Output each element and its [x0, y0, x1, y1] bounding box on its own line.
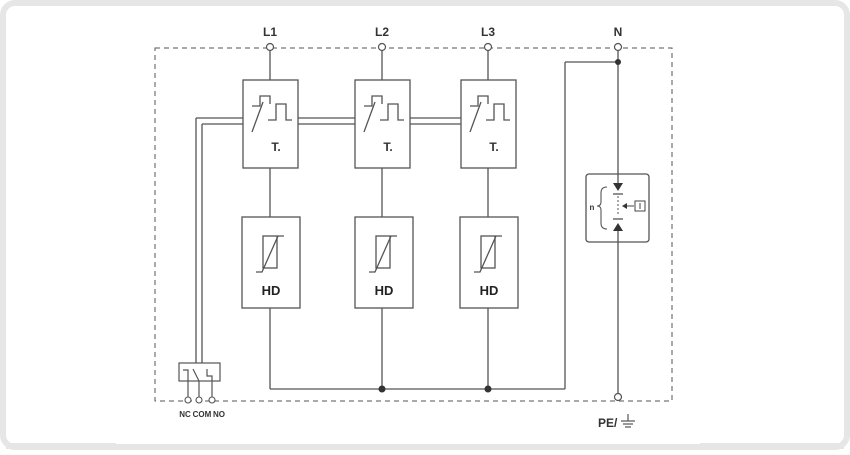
terminal-l3-dot — [483, 42, 493, 52]
terminal-n-dot — [613, 42, 623, 52]
terminal-l2-dot — [377, 42, 387, 52]
terminal-n-label: N — [614, 25, 623, 39]
terminal-l3-label: L3 — [481, 25, 495, 39]
thermal-module-l1: T. — [242, 79, 299, 169]
varistor-icon — [369, 235, 397, 273]
contact-com-label: COM — [193, 410, 212, 419]
varistor-icon — [256, 235, 284, 273]
terminal-l1-label: L1 — [263, 25, 277, 39]
contact-no-label: NO — [213, 410, 225, 419]
varistor-module-l2: HD — [354, 216, 414, 309]
varistor-label: HD — [480, 283, 499, 298]
contact-nc-label: NC — [179, 410, 191, 419]
terminal-pe-label: PE/ — [598, 416, 618, 430]
varistor-module-l3: HD — [459, 216, 519, 309]
terminal-l2-label: L2 — [375, 25, 389, 39]
junction-dot — [484, 385, 492, 393]
bottom-strip-left — [6, 443, 116, 449]
junction-dot — [378, 385, 386, 393]
terminal-pe-dot — [613, 392, 623, 402]
terminal-l1-dot — [265, 42, 275, 52]
thermal-switch-icon — [363, 95, 404, 133]
thermal-label: T. — [271, 140, 280, 154]
brace-icon — [596, 186, 608, 230]
thermal-label: T. — [383, 140, 392, 154]
thermal-switch-icon — [469, 95, 510, 133]
varistor-module-l1: HD — [241, 216, 301, 309]
remote-contact: NC COM NO — [178, 362, 225, 419]
varistor-icon — [474, 235, 502, 273]
switch-contact-icon — [183, 368, 213, 382]
spark-gap-count-label: n — [590, 203, 595, 212]
thermal-module-l3: T. — [460, 79, 517, 169]
bottom-strip-right — [700, 443, 844, 449]
enclosure-dashed — [154, 47, 673, 402]
junction-dot — [615, 59, 621, 65]
varistor-label: HD — [375, 283, 394, 298]
thermal-module-l2: T. — [354, 79, 411, 169]
thermal-label: T. — [489, 140, 498, 154]
spark-gap-module: n — [585, 173, 650, 243]
varistor-label: HD — [262, 283, 281, 298]
thermal-switch-icon — [251, 95, 292, 133]
ground-icon — [621, 414, 635, 428]
